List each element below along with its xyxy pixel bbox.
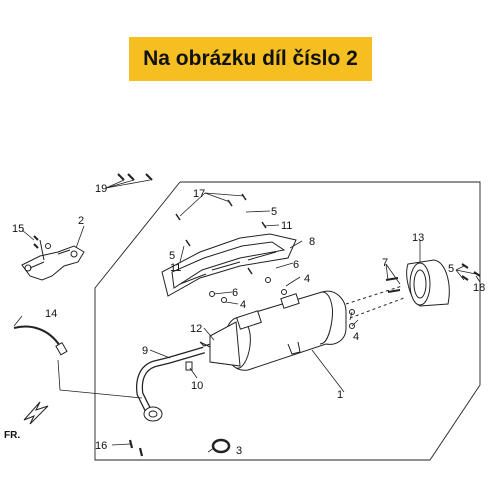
callout-8: 8 xyxy=(309,236,315,248)
part-washers xyxy=(209,277,355,329)
callout-5a: 5 xyxy=(271,206,277,218)
front-direction-arrow-icon xyxy=(23,401,49,425)
part-gasket xyxy=(211,438,231,454)
callout-16: 16 xyxy=(95,440,107,452)
callout-4b: 4 xyxy=(240,299,246,311)
leader-lines xyxy=(13,179,481,453)
part-end-cap xyxy=(406,259,450,307)
callout-4a: 4 xyxy=(304,273,310,285)
callout-2: 2 xyxy=(78,215,84,227)
callout-15: 15 xyxy=(12,223,24,235)
part-sensor-cable xyxy=(13,325,68,356)
callout-12: 12 xyxy=(190,323,202,335)
part-screws-top xyxy=(117,173,153,181)
callout-5b: 5 xyxy=(169,250,175,262)
banner-text: Na obrázku díl číslo 2 xyxy=(143,47,358,70)
callout-3: 3 xyxy=(236,445,242,457)
assembly-boundary xyxy=(94,181,481,461)
callout-6b: 6 xyxy=(232,287,238,299)
part-exhaust-pipe xyxy=(136,346,205,422)
part-bracket-bolts xyxy=(33,235,51,249)
part-shield-fasteners xyxy=(175,193,267,275)
callout-7: 7 xyxy=(382,257,388,269)
callout-5c: 5 xyxy=(448,263,454,275)
callout-11a: 11 xyxy=(281,220,292,232)
callout-19: 19 xyxy=(95,183,107,195)
callout-17: 17 xyxy=(193,188,205,200)
part-pipe-bolts xyxy=(128,439,144,457)
callout-4c: 4 xyxy=(353,331,359,343)
part-muffler xyxy=(199,290,347,371)
callout-13: 13 xyxy=(412,232,424,244)
callout-10: 10 xyxy=(191,380,203,392)
callout-11b: 11 xyxy=(170,262,181,274)
part-number-banner: Na obrázku díl číslo 2 xyxy=(129,37,372,81)
part-heat-shield xyxy=(161,233,297,297)
callout-9: 9 xyxy=(142,345,148,357)
callout-1: 1 xyxy=(337,389,343,401)
callout-18: 18 xyxy=(473,282,485,294)
callout-14: 14 xyxy=(45,308,57,320)
direction-label: FR. xyxy=(4,430,20,441)
part-bracket xyxy=(21,239,85,281)
part-sensor-boss xyxy=(185,361,193,371)
callout-6a: 6 xyxy=(293,259,299,271)
part-right-screws xyxy=(461,263,481,281)
